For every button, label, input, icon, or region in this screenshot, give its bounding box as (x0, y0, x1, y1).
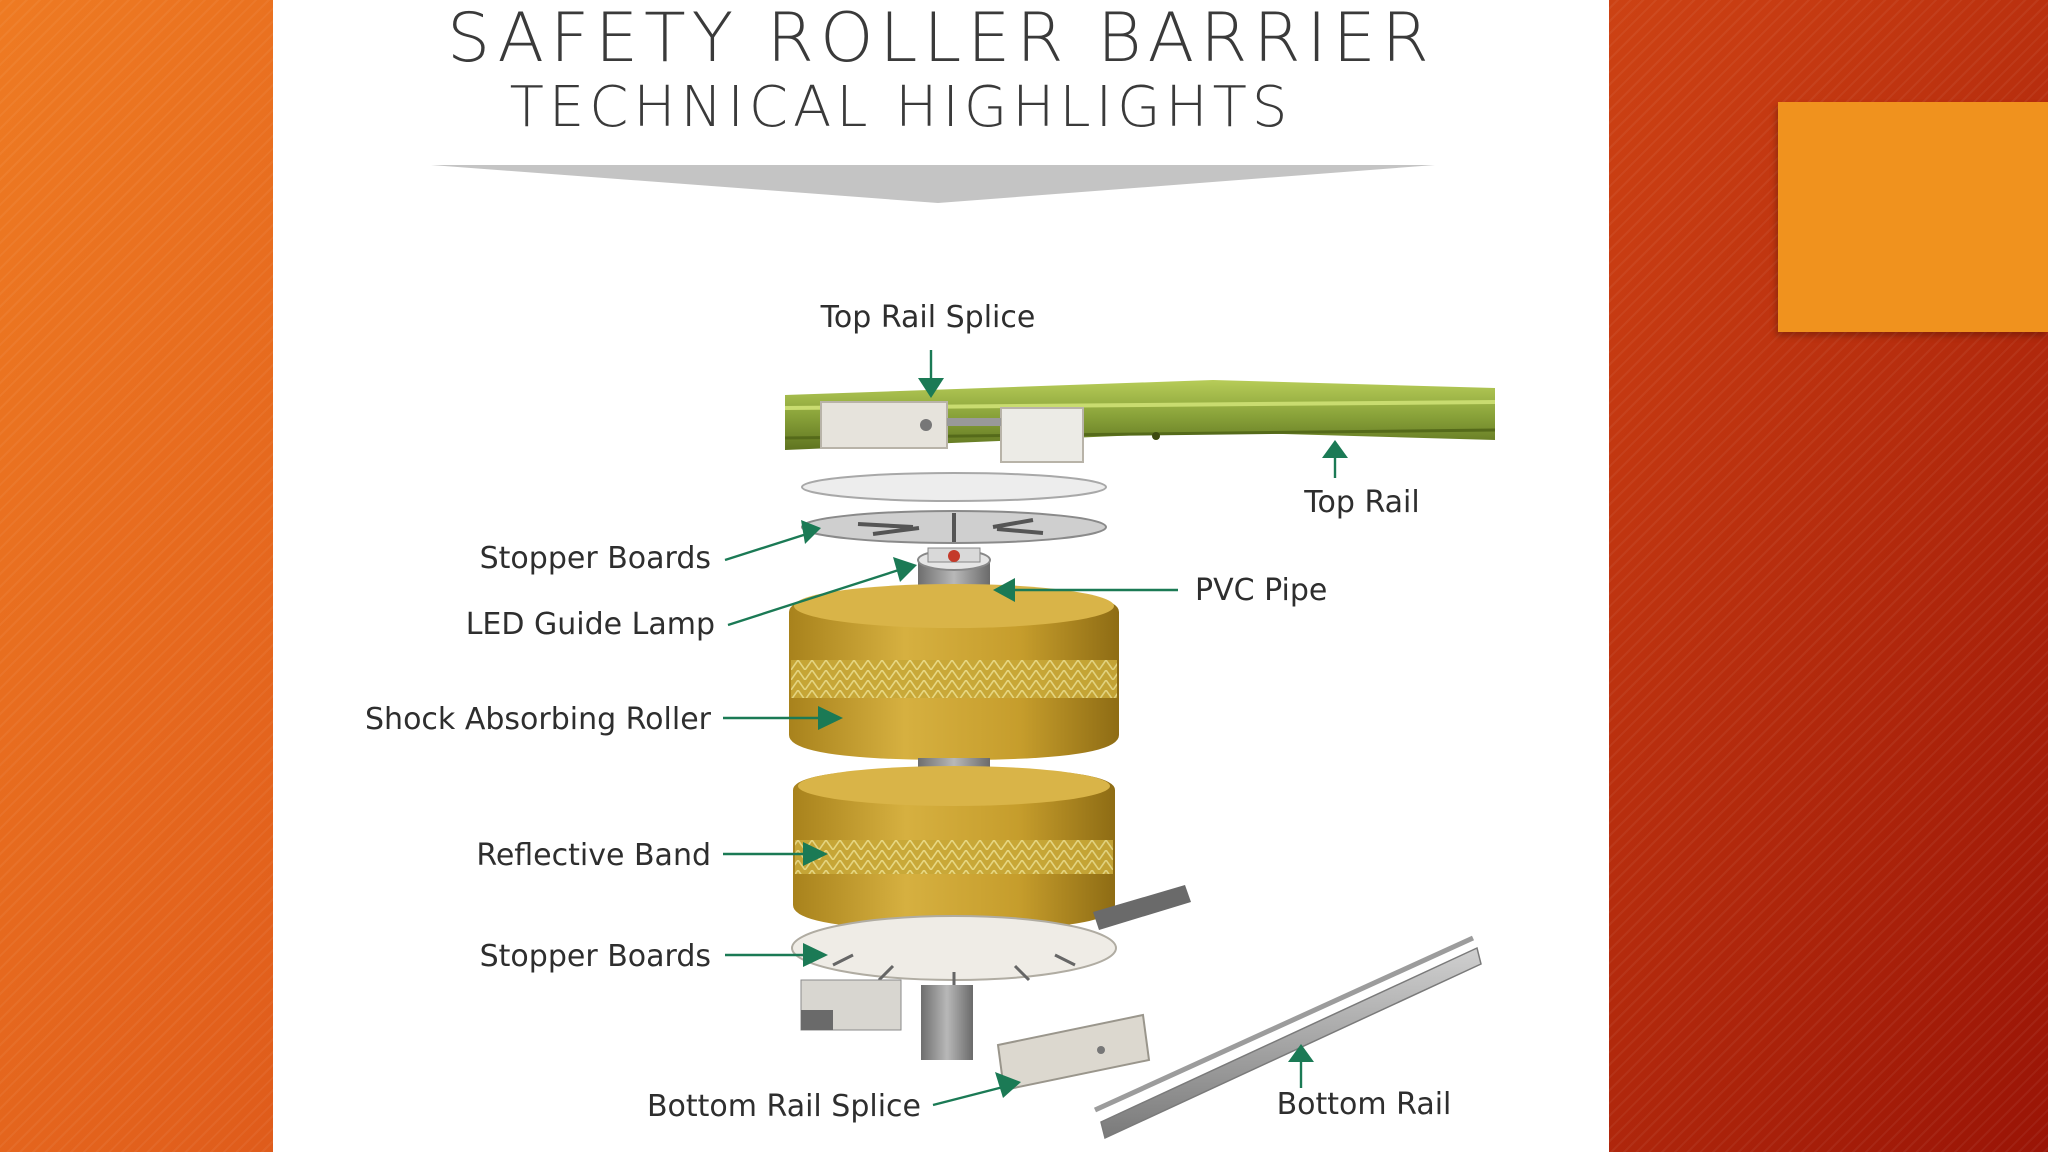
label-bottom-rail-splice: Bottom Rail Splice (647, 1089, 921, 1124)
label-led-guide-lamp: LED Guide Lamp (466, 607, 715, 642)
top-rail-splice (820, 401, 1084, 463)
label-top-rail: Top Rail (1303, 485, 1419, 520)
roller-barrier-exploded-diagram: Top Rail Splice Top Rail Stopper Boards … (365, 165, 1496, 1140)
shock-absorbing-roller-lower (793, 766, 1115, 930)
diagram-title: SAFETY ROLLER BARRIER (447, 0, 1435, 78)
bottom-bracket (800, 979, 902, 1031)
arrow-stopper-boards-bottom (803, 943, 828, 967)
arrow-bottom-rail (1288, 1044, 1314, 1062)
label-stopper-boards-bottom: Stopper Boards (480, 939, 711, 974)
bottom-rail-splice (996, 1013, 1151, 1092)
arrow-top-rail (1322, 440, 1348, 458)
arrow-shock-absorbing-roller (818, 706, 843, 730)
arrow-pvc-pipe (993, 578, 1015, 602)
arrow-bottom-rail-splice (995, 1072, 1021, 1098)
callout-arrows (723, 350, 1348, 1107)
stopper-boards-bottom (791, 915, 1117, 985)
diagram-subtitle: TECHNICAL HIGHLIGHTS (509, 75, 1293, 140)
bottom-rail (1093, 935, 1482, 1140)
shock-absorbing-roller-upper (789, 584, 1119, 760)
arrow-top-rail-splice (918, 378, 944, 398)
bottom-post (921, 985, 973, 1060)
label-shock-absorbing-roller: Shock Absorbing Roller (365, 702, 712, 737)
arrow-reflective-band (803, 842, 828, 866)
label-stopper-boards-top: Stopper Boards (480, 541, 711, 576)
back-rail-segment (1093, 885, 1191, 930)
header-chevron (431, 165, 1435, 203)
label-pvc-pipe: PVC Pipe (1195, 573, 1327, 608)
diagram-panel: SAFETY ROLLER BARRIER TECHNICAL HIGHLIGH… (273, 0, 1609, 1152)
arrow-led-guide-lamp (893, 557, 917, 582)
arrow-stopper-boards-top (801, 520, 821, 544)
accent-square (1778, 102, 2048, 332)
label-bottom-rail: Bottom Rail (1277, 1087, 1452, 1122)
label-top-rail-splice: Top Rail Splice (820, 300, 1036, 335)
label-reflective-band: Reflective Band (476, 838, 711, 873)
stopper-boards-top (801, 472, 1107, 544)
